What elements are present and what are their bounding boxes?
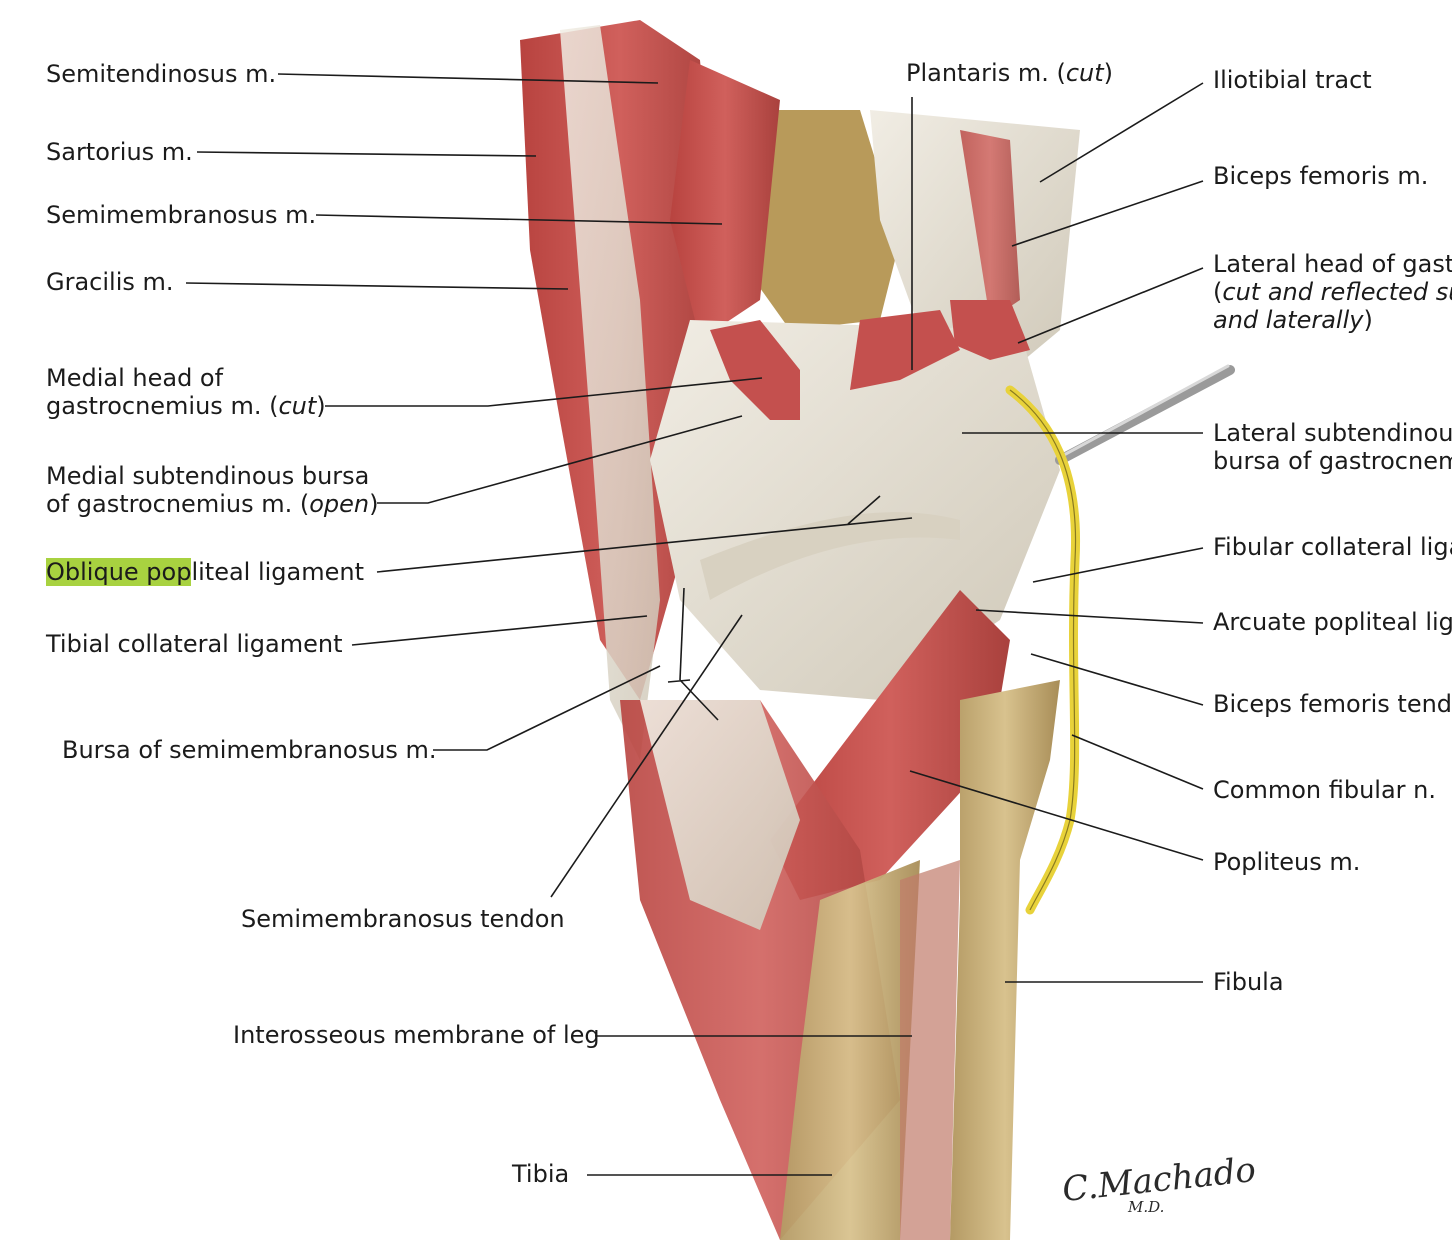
label-medial-sub-text: of gastrocnemius m. ( bbox=[46, 490, 310, 518]
label-semitendinosus: Semitendinosus m. bbox=[46, 60, 277, 88]
leader-oblique bbox=[376, 517, 913, 573]
label-tibia: Tibia bbox=[512, 1160, 570, 1188]
medial-tendon-strips bbox=[560, 25, 660, 760]
leader-medial-sub bbox=[377, 415, 743, 504]
oblique-rest: liteal ligament bbox=[191, 558, 365, 586]
leader-medial-head bbox=[325, 377, 763, 407]
label-medial-sub-line1: Medial subtendinous bursa bbox=[46, 462, 370, 490]
plantaris-cut bbox=[850, 310, 960, 390]
label-oblique-popliteal: Oblique popliteal ligament bbox=[46, 558, 364, 586]
biceps-femoris-belly bbox=[960, 130, 1020, 320]
leader-semitendinosus bbox=[277, 73, 659, 84]
left-leader-lines bbox=[185, 73, 913, 1176]
leader-semimem-branch-1 bbox=[679, 587, 685, 681]
label-medial-subtendinous: Medial subtendinous bursa of gastrocnemi… bbox=[46, 462, 378, 518]
label-plantaris-cut: cut bbox=[1065, 59, 1104, 87]
medial-gastrocnemius-cut bbox=[710, 320, 800, 420]
label-lateral-subtendinous: Lateral subtendinous bursa of gastrocnem bbox=[1213, 419, 1452, 475]
label-medial-head-text: gastrocnemius m. ( bbox=[46, 392, 279, 420]
label-medial-head-line1: Medial head of bbox=[46, 364, 224, 392]
label-gracilis: Gracilis m. bbox=[46, 268, 174, 296]
semimembranosus-belly bbox=[670, 60, 780, 340]
label-lateral-head-italic2: and laterally bbox=[1213, 306, 1364, 334]
label-semimembranosus: Semimembranosus m. bbox=[46, 201, 317, 229]
label-bursa-semimembranosus: Bursa of semimembranosus m. bbox=[62, 736, 437, 764]
leader-sartorius bbox=[196, 151, 537, 157]
leader-common-fibular bbox=[1071, 734, 1204, 790]
leader-biceps-femoris bbox=[1011, 180, 1204, 247]
label-sartorius: Sartorius m. bbox=[46, 138, 193, 166]
label-common-fibular: Common fibular n. bbox=[1213, 776, 1436, 804]
label-lateral-sub-line2: bursa of gastrocnem bbox=[1213, 447, 1452, 475]
label-medial-sub-open: open bbox=[309, 490, 370, 518]
tibia-bone bbox=[780, 860, 920, 1240]
label-fibula: Fibula bbox=[1213, 968, 1284, 996]
right-leader-lines bbox=[909, 82, 1204, 983]
label-medial-head-cut: cut bbox=[278, 392, 317, 420]
leader-bursa-semimem bbox=[433, 665, 661, 751]
leader-arcuate bbox=[975, 609, 1204, 624]
leader-biceps-tendon bbox=[1030, 653, 1204, 706]
label-lateral-sub-line1: Lateral subtendinous bbox=[1213, 419, 1452, 447]
leader-lateral-head bbox=[1017, 267, 1204, 344]
leader-semimem-branch-2 bbox=[679, 679, 719, 721]
label-interosseous: Interosseous membrane of leg bbox=[233, 1021, 600, 1049]
label-lateral-head: Lateral head of gastro (cut and reflecte… bbox=[1213, 250, 1452, 334]
oblique-highlight: Oblique pop bbox=[46, 558, 192, 586]
label-iliotibial: Iliotibial tract bbox=[1213, 66, 1372, 94]
leader-semimembranosus bbox=[315, 214, 723, 225]
common-fibular-nerve-edge bbox=[1009, 389, 1077, 911]
label-lateral-head-line3: and laterally) bbox=[1213, 306, 1373, 334]
leg-tendon-overlay bbox=[640, 700, 800, 930]
lateral-gastrocnemius-cut bbox=[950, 300, 1030, 360]
label-lateral-head-line2: (cut and reflected su bbox=[1213, 278, 1452, 306]
retractor-probe-shine bbox=[1060, 364, 1230, 458]
leader-iliotibial bbox=[1039, 82, 1204, 183]
label-fibular-collateral: Fibular collateral liga bbox=[1213, 533, 1452, 561]
label-popliteus: Popliteus m. bbox=[1213, 848, 1361, 876]
label-arcuate-popliteal: Arcuate popliteal lig bbox=[1213, 608, 1452, 636]
label-semimembranosus-tendon: Semimembranosus tendon bbox=[241, 905, 565, 933]
retractor-probe bbox=[1055, 365, 1235, 465]
leader-popliteus bbox=[909, 770, 1204, 861]
leader-semimem-branch-3 bbox=[667, 679, 691, 683]
fibula-bone bbox=[950, 680, 1060, 1240]
label-medial-head-line2: gastrocnemius m. (cut) bbox=[46, 392, 326, 420]
interosseous-membrane bbox=[900, 860, 960, 1240]
label-plantaris: Plantaris m. (cut) bbox=[906, 59, 1114, 87]
label-medial-head: Medial head of gastrocnemius m. (cut) bbox=[46, 364, 326, 420]
leader-tibial-collateral bbox=[351, 615, 648, 646]
label-biceps-femoris: Biceps femoris m. bbox=[1213, 162, 1429, 190]
leader-semimem-tendon bbox=[550, 614, 743, 898]
artist-signature-suffix: M.D. bbox=[1128, 1198, 1165, 1216]
leader-gracilis bbox=[185, 282, 569, 290]
label-biceps-femoris-tendon: Biceps femoris tendo bbox=[1213, 690, 1452, 718]
oblique-ligament-fibers bbox=[700, 512, 960, 600]
label-tibial-collateral: Tibial collateral ligament bbox=[46, 630, 343, 658]
label-lateral-head-line1: Lateral head of gastro bbox=[1213, 250, 1452, 278]
label-medial-sub-line2: of gastrocnemius m. (open) bbox=[46, 490, 379, 518]
label-lateral-head-italic: cut and reflected su bbox=[1222, 278, 1452, 306]
femur-posterior bbox=[740, 110, 900, 330]
leader-oblique-tick bbox=[847, 495, 881, 525]
label-plantaris-text: Plantaris m. ( bbox=[906, 59, 1066, 87]
leader-fibular-collateral bbox=[1032, 547, 1204, 583]
